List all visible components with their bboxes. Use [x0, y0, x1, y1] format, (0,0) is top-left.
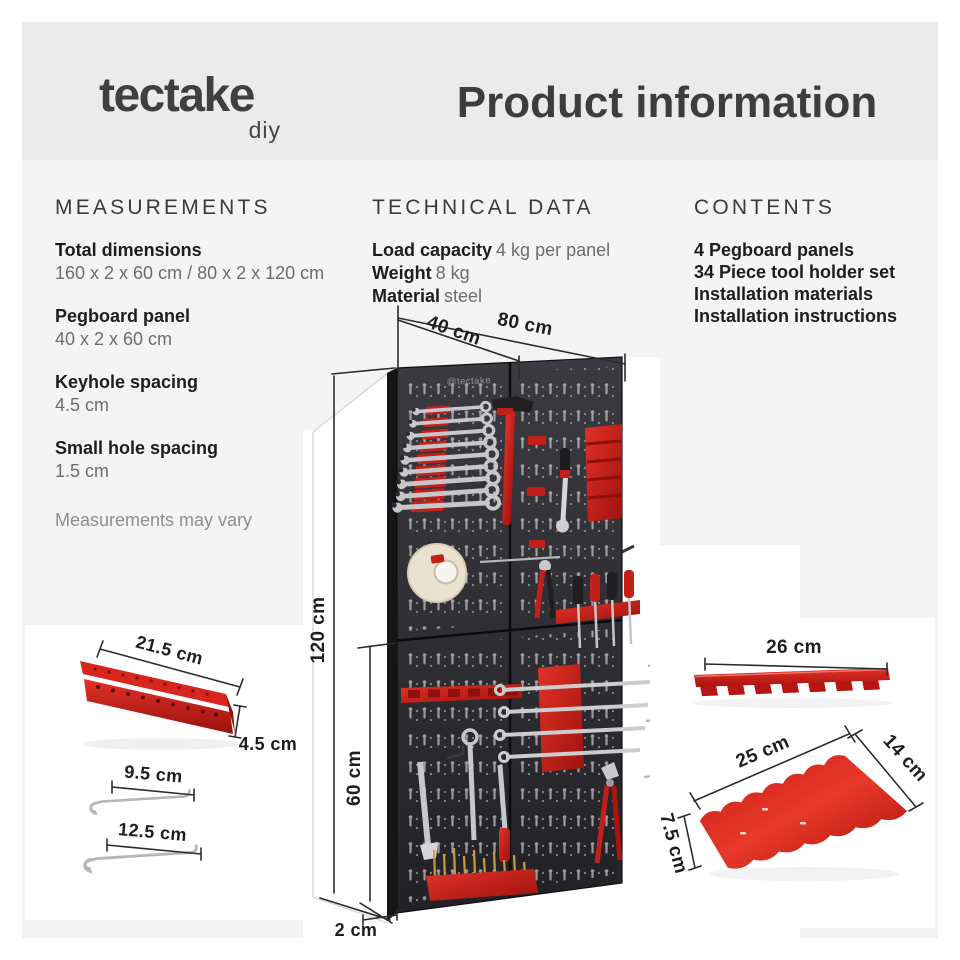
technical-label: Weight — [372, 263, 432, 283]
lower-rail-holder — [401, 684, 522, 703]
brand-logo-text: tectake — [99, 69, 255, 122]
dim-board-depth: 2 cm — [335, 920, 378, 940]
left-accessories-figure: 21.5 cm 4.5 cm 9.5 cm 12.5 cm — [25, 625, 305, 920]
measurements-heading: MEASUREMENTS — [55, 196, 271, 219]
technical-data-heading: TECHNICAL DATA — [372, 196, 594, 219]
measurement-value: 160 x 2 x 60 cm / 80 x 2 x 120 cm — [55, 263, 325, 283]
small-hook — [89, 789, 191, 816]
measurement-label: Small hole spacing — [55, 438, 219, 458]
photo-backdrop — [650, 618, 935, 928]
screwdriver-set — [556, 570, 640, 649]
contents-item: Installation materials — [694, 284, 874, 304]
measurements-note: Measurements may vary — [55, 510, 253, 530]
technical-label: Load capacity — [372, 240, 493, 260]
dim-rail-holder-length: 26 cm — [766, 637, 822, 658]
measurement-label: Total dimensions — [55, 240, 202, 260]
measurement-item: Keyhole spacing 4.5 cm — [55, 371, 345, 417]
measurement-value: 1.5 cm — [55, 461, 110, 481]
dim-board-panel-width: 40 cm — [424, 312, 484, 350]
wrench-rack — [494, 664, 651, 772]
contents-item: Installation instructions — [694, 306, 898, 326]
dim-bit-holder-height: 4.5 cm — [239, 734, 297, 754]
measurement-label: Keyhole spacing — [55, 372, 199, 392]
dim-board-panel-height: 60 cm — [344, 750, 365, 806]
drill-bit-set — [426, 847, 538, 901]
photo-backdrop — [25, 625, 305, 920]
large-hook — [83, 844, 198, 874]
ratchet — [556, 448, 570, 533]
pump-pliers — [594, 762, 623, 864]
header-band: tectake diy Product information — [22, 22, 938, 160]
bit-holder — [80, 661, 238, 750]
rail-holder — [692, 668, 892, 708]
small-holder-clips — [527, 436, 546, 548]
ring-wrench — [461, 728, 479, 841]
pliers — [534, 560, 556, 619]
dim-board-total-height: 120 cm — [308, 597, 329, 664]
rail-holder-dimensions: 26 cm — [704, 637, 888, 676]
board-logo: @tectake — [447, 375, 492, 388]
tape-roll — [407, 543, 467, 603]
technical-label: Material — [372, 286, 441, 306]
plier-rack — [585, 424, 622, 522]
contents-item: 4 Pegboard panels — [694, 240, 855, 260]
technical-value: 8 kg — [435, 263, 470, 283]
page-title: Product information — [456, 78, 878, 127]
technical-value: 4 kg per panel — [496, 240, 611, 260]
brand-logo: tectake diy — [99, 72, 284, 144]
contents-heading: CONTENTS — [694, 196, 836, 219]
hammer — [492, 396, 534, 525]
red-handle-tool — [497, 764, 510, 862]
measurement-label: Pegboard panel — [55, 306, 191, 326]
contents-section: CONTENTS 4 Pegboard panels 34 Piece tool… — [694, 196, 934, 327]
right-accessories-figure: 26 cm 25 cm 14 cm 7.5 cm — [650, 618, 935, 928]
wrench-holder — [700, 755, 907, 881]
measurement-item: Total dimensions 160 x 2 x 60 cm / 80 x … — [55, 239, 345, 285]
technical-value: steel — [444, 286, 483, 306]
measurement-value: 4.5 cm — [55, 395, 110, 415]
panel-seam-horizontal — [396, 618, 623, 642]
measurement-value: 40 x 2 x 60 cm — [55, 329, 173, 349]
measurements-section: MEASUREMENTS Total dimensions 160 x 2 x … — [55, 196, 345, 531]
brand-logo-sub: diy — [248, 117, 281, 143]
contents-item: 34 Piece tool holder set — [694, 262, 896, 282]
dim-board-total-width: 80 cm — [496, 309, 555, 340]
measurement-item: Small hole spacing 1.5 cm — [55, 437, 345, 483]
measurement-item: Pegboard panel 40 x 2 x 60 cm — [55, 305, 345, 351]
